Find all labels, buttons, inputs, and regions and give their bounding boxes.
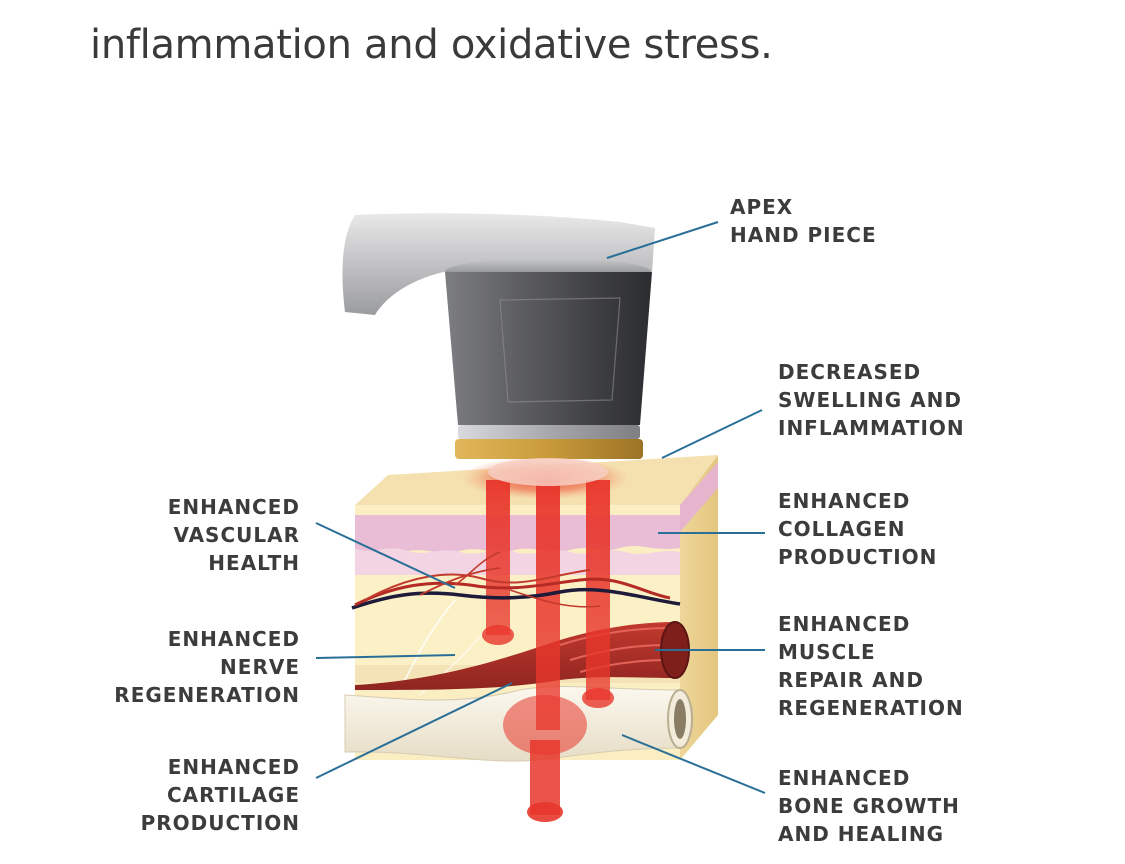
leader-line-swelling [661,409,763,459]
leader-line-bone [621,734,766,794]
leader-line-nerve [315,654,456,659]
leader-line-apex [606,221,719,259]
lens [488,458,608,486]
metal-ring [458,425,640,439]
head-body [445,272,652,425]
blood-vessels [351,551,681,610]
intro-paragraph-text: inflammation and oxidative stress. [90,22,773,68]
laser-beam-center [536,480,560,730]
leader-line-cartilage [315,682,513,779]
block-right-side [680,455,718,760]
label-enhanced-cartilage: ENHANCED CARTILAGE PRODUCTION [140,755,300,835]
gold-band [455,439,643,459]
label-enhanced-vascular: ENHANCED VASCULAR HEALTH [167,495,300,575]
label-enhanced-muscle: ENHANCED MUSCLE REPAIR AND REGENERATION [778,612,964,720]
label-enhanced-collagen: ENHANCED COLLAGEN PRODUCTION [778,489,938,569]
label-enhanced-bone: ENHANCED BONE GROWTH AND HEALING [778,766,960,846]
label-enhanced-nerve: ENHANCED NERVE REGENERATION [114,627,300,707]
leader-line-vascular [315,522,456,589]
label-apex-hand-piece: APEX HAND PIECE [730,195,877,247]
label-decreased-swelling: DECREASED SWELLING AND INFLAMMATION [778,360,965,440]
apex-hand-piece [342,213,655,486]
leader-lines [315,221,766,794]
